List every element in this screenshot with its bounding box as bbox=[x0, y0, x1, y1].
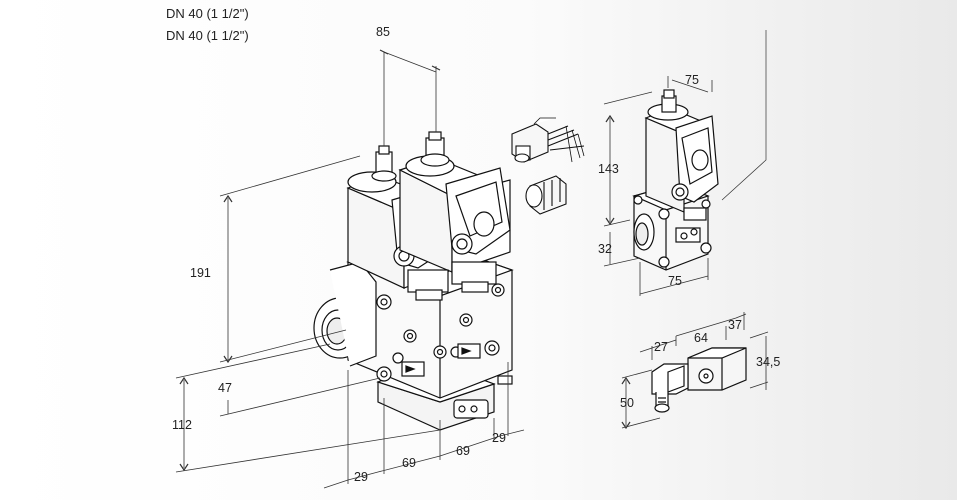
dim-bottom-29-right: 29 bbox=[492, 431, 506, 445]
dim-connector-37: 37 bbox=[728, 318, 742, 332]
dim-main-total: 112 bbox=[172, 418, 192, 432]
single-valve-dimension-lines bbox=[603, 30, 767, 296]
double-valve-assembly bbox=[313, 131, 514, 431]
dim-single-bottom: 75 bbox=[668, 274, 682, 288]
dim-main-spacing: 85 bbox=[376, 25, 390, 39]
dim-connector-50: 50 bbox=[620, 396, 634, 410]
plug-connector-assembly bbox=[651, 347, 747, 413]
dim-main-lower: 47 bbox=[218, 381, 232, 395]
cable-gland-part bbox=[525, 175, 567, 215]
connector-dimension-lines bbox=[621, 312, 769, 430]
dim-bottom-69-left: 69 bbox=[402, 456, 416, 470]
dim-single-height: 143 bbox=[598, 162, 619, 176]
dim-main-height: 191 bbox=[190, 266, 211, 280]
nominal-size-label-1: DN 40 (1 1/2") bbox=[166, 6, 249, 21]
dim-single-lower: 32 bbox=[598, 242, 612, 256]
dim-connector-27: 27 bbox=[654, 340, 668, 354]
dim-connector-64: 64 bbox=[694, 331, 708, 345]
dim-bottom-29-left: 29 bbox=[354, 470, 368, 484]
nominal-size-label-2: DN 40 (1 1/2") bbox=[166, 28, 249, 43]
main-dimension-lines bbox=[175, 49, 525, 489]
dim-bottom-69-right: 69 bbox=[456, 444, 470, 458]
cable-connector-part bbox=[511, 117, 585, 163]
dim-connector-34-5: 34,5 bbox=[756, 355, 781, 369]
dim-single-top: 75 bbox=[685, 73, 699, 87]
single-valve-assembly bbox=[632, 89, 719, 271]
